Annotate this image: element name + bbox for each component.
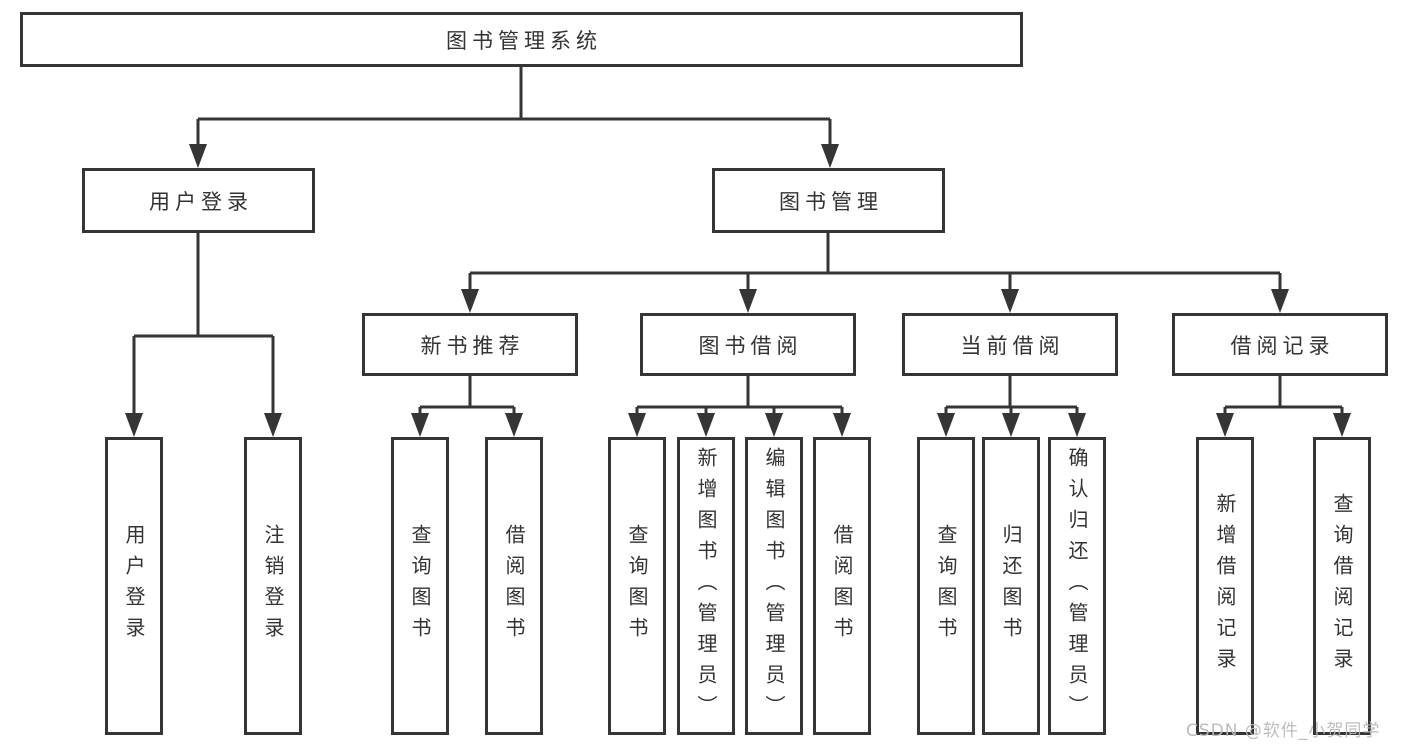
leaf-confirm-return-admin: 确认归还（管理员） (1048, 437, 1106, 735)
node-new-book-recommend-label: 新书推荐 (420, 333, 525, 358)
node-current-borrow-label: 当前借阅 (960, 333, 1065, 358)
leaf-return-books: 归还图书 (982, 437, 1040, 735)
csdn-watermark: CSDN @软件_小贺同学 (1186, 721, 1381, 741)
leaf-borrow-borrow-books-label: 借阅图书 (830, 524, 854, 648)
node-root-label: 图书管理系统 (446, 28, 602, 53)
leaf-newbook-borrow-books: 借阅图书 (485, 437, 543, 735)
leaf-add-borrow-record-label: 新增借阅记录 (1213, 493, 1237, 679)
leaf-borrow-query-books-label: 查询图书 (625, 524, 649, 648)
leaf-borrow-query-books: 查询图书 (608, 437, 666, 735)
leaf-logout: 注销登录 (244, 437, 302, 735)
leaf-current-query-books: 查询图书 (917, 437, 975, 735)
leaf-query-borrow-record-label: 查询借阅记录 (1330, 493, 1354, 679)
node-book-management: 图书管理 (712, 168, 945, 233)
node-book-borrow: 图书借阅 (640, 313, 856, 376)
leaf-confirm-return-admin-label: 确认归还（管理员） (1065, 446, 1089, 726)
node-book-management-label: 图书管理 (779, 189, 883, 214)
node-new-book-recommend: 新书推荐 (362, 313, 578, 376)
leaf-newbook-query-books: 查询图书 (391, 437, 449, 735)
node-borrow-records: 借阅记录 (1172, 313, 1388, 376)
leaf-query-borrow-record: 查询借阅记录 (1313, 437, 1371, 735)
leaf-add-book-admin-label: 新增图书（管理员） (694, 446, 718, 726)
leaf-logout-label: 注销登录 (261, 524, 285, 648)
node-root: 图书管理系统 (20, 12, 1023, 67)
leaf-return-books-label: 归还图书 (999, 524, 1023, 648)
leaf-user-login-label: 用户登录 (122, 524, 146, 648)
node-current-borrow: 当前借阅 (902, 313, 1118, 376)
node-user-login-label: 用户登录 (149, 189, 253, 214)
leaf-newbook-borrow-books-label: 借阅图书 (502, 524, 526, 648)
leaf-current-query-books-label: 查询图书 (934, 524, 958, 648)
arrowheads (125, 144, 1351, 437)
leaf-edit-book-admin: 编辑图书（管理员） (745, 437, 803, 735)
node-user-login: 用户登录 (82, 168, 315, 233)
leaf-add-borrow-record: 新增借阅记录 (1196, 437, 1254, 735)
leaf-borrow-borrow-books: 借阅图书 (813, 437, 871, 735)
leaf-newbook-query-books-label: 查询图书 (408, 524, 432, 648)
leaf-add-book-admin: 新增图书（管理员） (677, 437, 735, 735)
node-book-borrow-label: 图书借阅 (698, 333, 803, 358)
leaf-user-login: 用户登录 (105, 437, 163, 735)
leaf-edit-book-admin-label: 编辑图书（管理员） (762, 446, 786, 726)
node-borrow-records-label: 借阅记录 (1230, 333, 1335, 358)
